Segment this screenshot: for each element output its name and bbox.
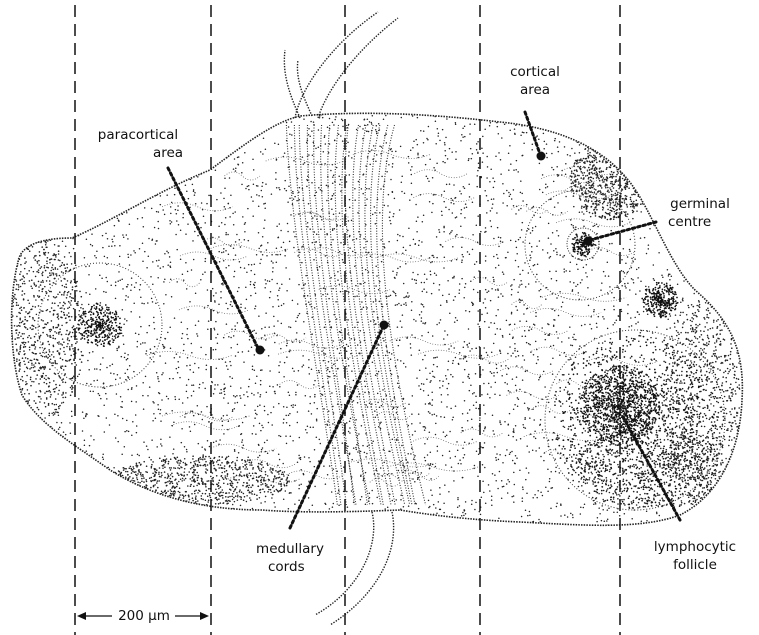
label-medullary-line2: cords (240, 558, 340, 576)
label-medullary-cords: medullary cords (240, 540, 340, 576)
label-cortical-line1: cortical (490, 63, 580, 81)
label-cortical-line2: area (490, 81, 580, 99)
label-paracortical-line2: area (83, 144, 193, 162)
dot-medullary (380, 321, 389, 330)
label-lymphocytic-line1: lymphocytic (640, 538, 750, 556)
lymph-node-body (0, 109, 751, 530)
dot-germinal (584, 237, 593, 246)
dot-paracortical (256, 346, 265, 355)
label-paracortical-area: paracortical area (83, 126, 193, 162)
label-germinal-line2: centre (650, 213, 750, 231)
label-germinal-line1: germinal (650, 195, 750, 213)
label-lymphocytic-line2: follicle (640, 556, 750, 574)
label-paracortical-line1: paracortical (83, 126, 193, 144)
scale-bar-label: 200 μm (112, 607, 176, 625)
dot-cortical (537, 152, 546, 161)
label-lymphocytic-follicle: lymphocytic follicle (640, 538, 750, 574)
efferent-vessel-top (284, 12, 398, 118)
label-germinal-centre: germinal centre (650, 195, 750, 231)
label-cortical-area: cortical area (490, 63, 580, 99)
label-medullary-line1: medullary (240, 540, 340, 558)
